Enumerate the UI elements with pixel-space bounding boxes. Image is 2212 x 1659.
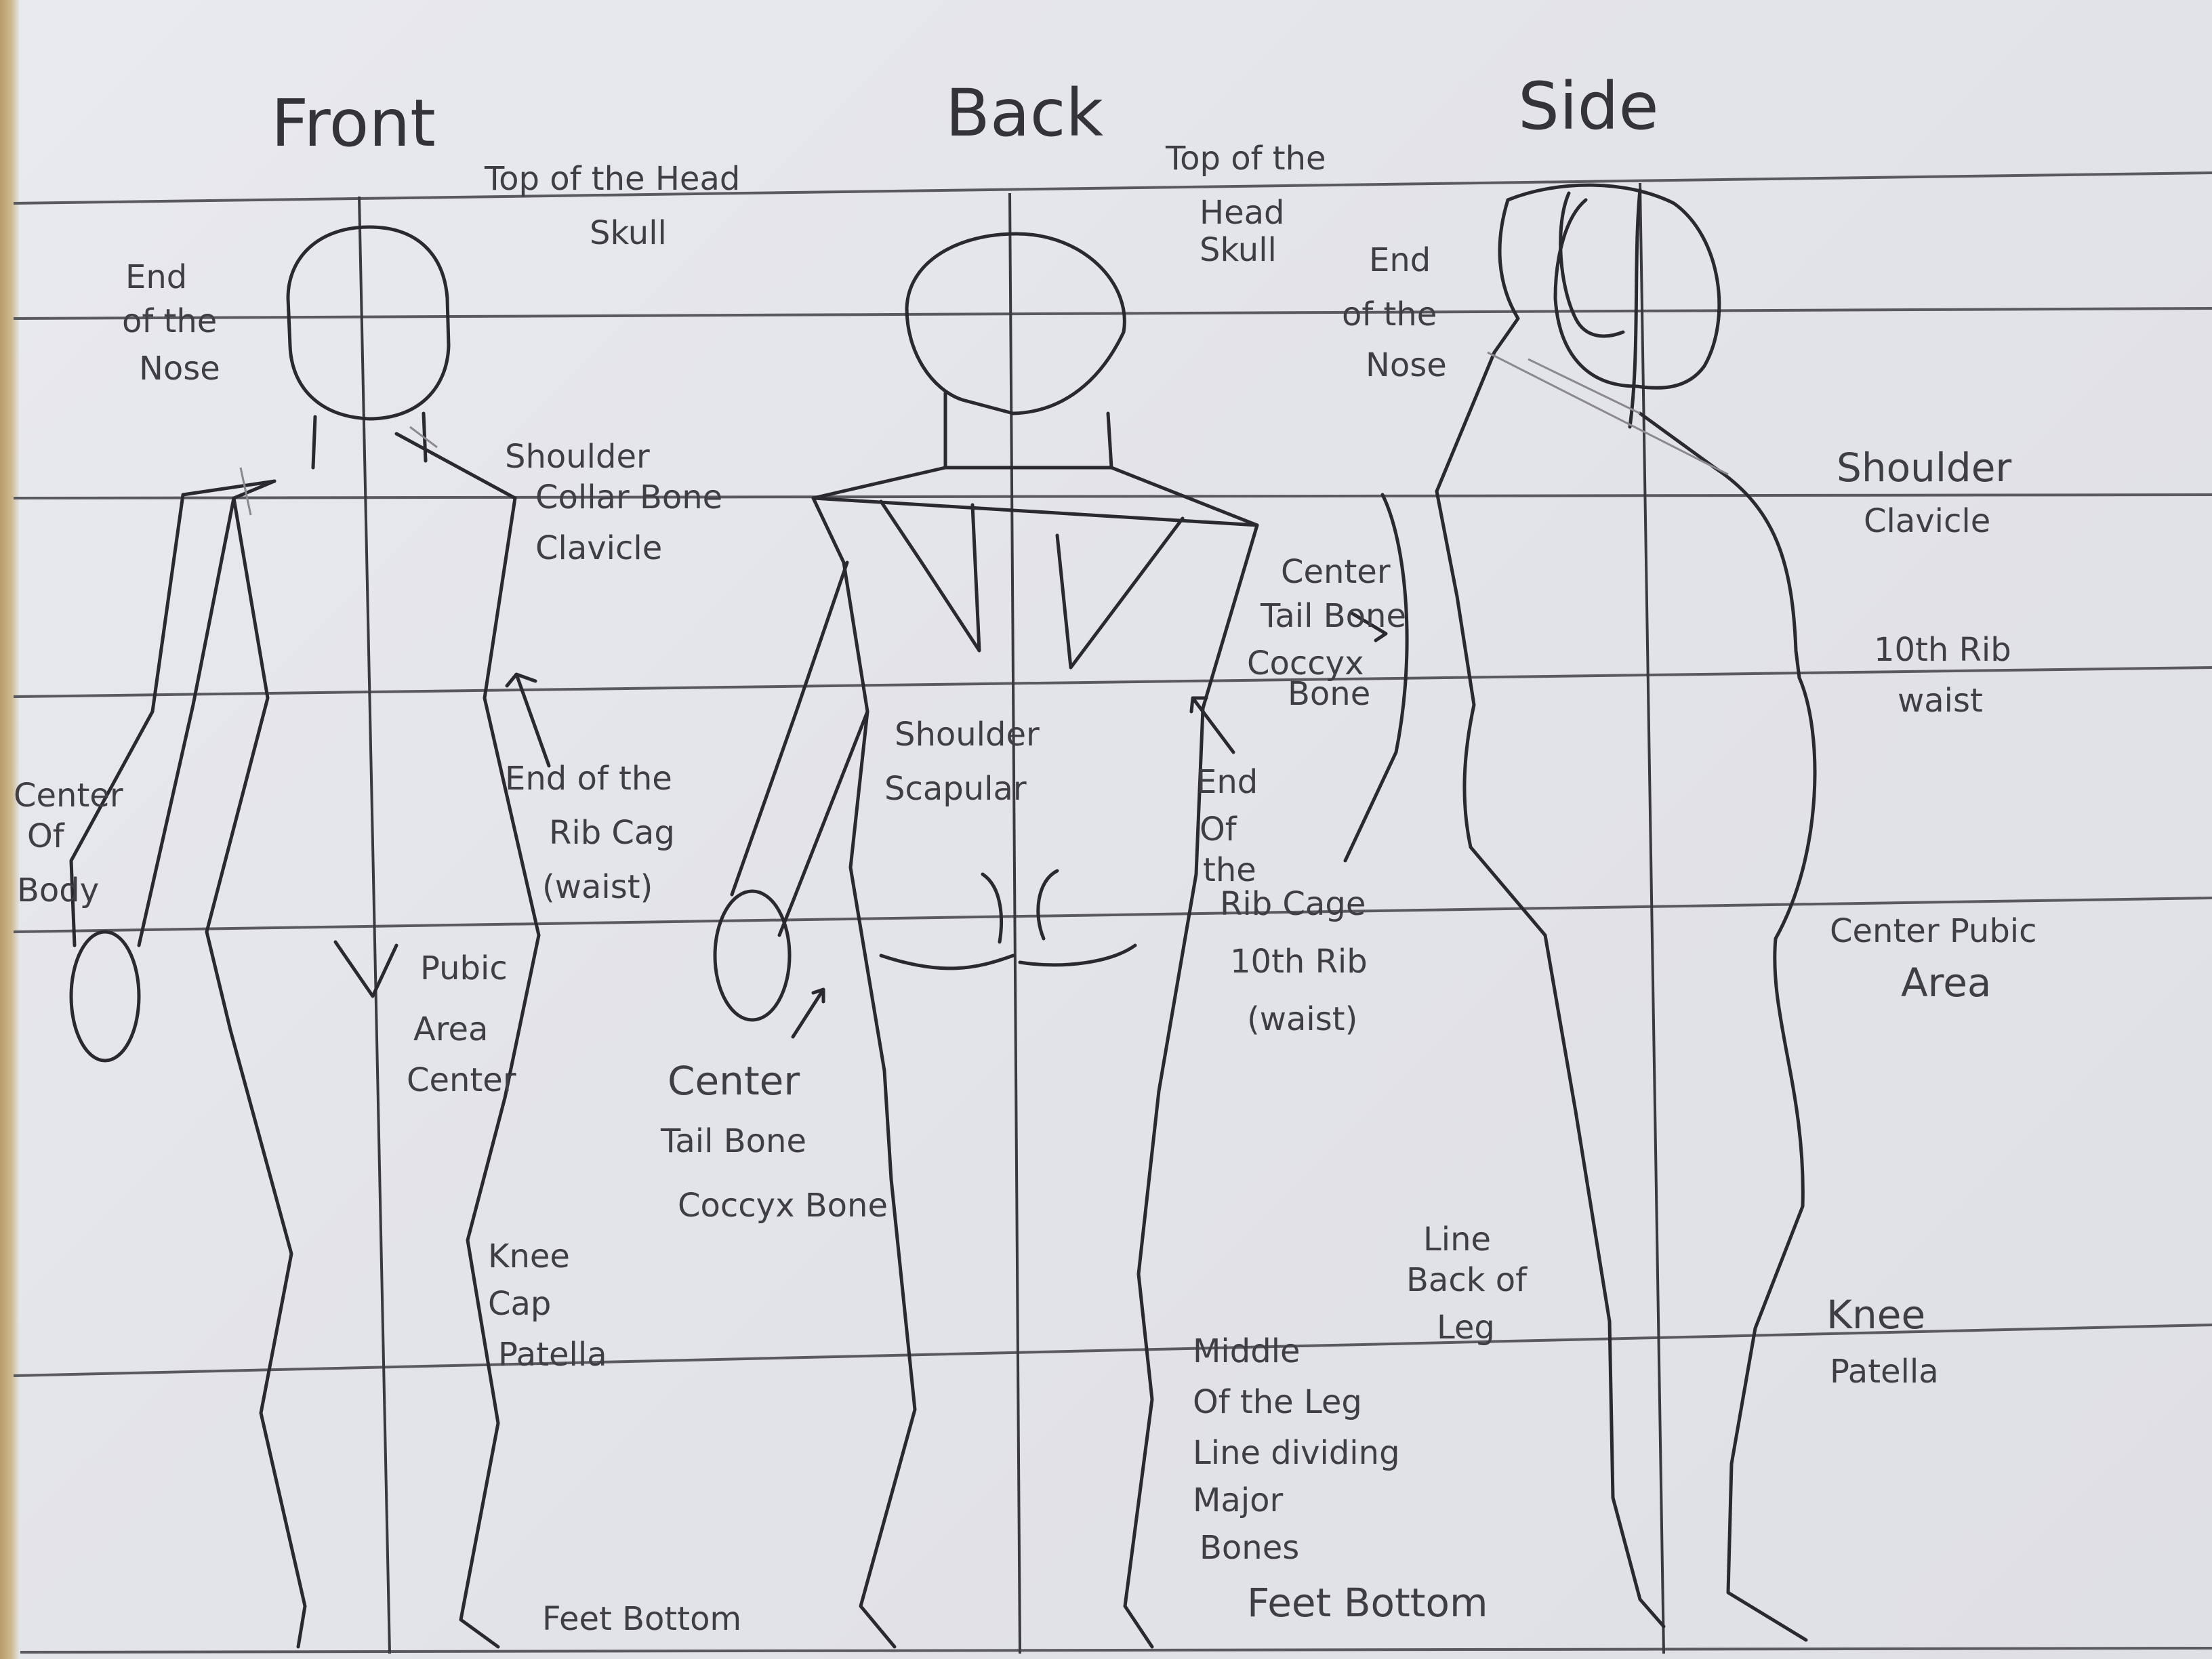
label-ribcage-back-2: Of <box>1200 811 1237 848</box>
label-top-head-back-2: Head <box>1200 194 1285 232</box>
label-shoulder-side-1: Shoulder <box>1837 445 2011 491</box>
arrow-back-coccyx <box>793 989 823 1037</box>
label-middle-leg-4: Major <box>1193 1481 1284 1519</box>
label-shoulder-side-2: Clavicle <box>1864 502 1990 540</box>
side-figure <box>1345 185 1815 1640</box>
label-pubic-side-2: Area <box>1901 960 1991 1006</box>
label-shoulder-front-3: Clavicle <box>535 529 662 567</box>
arrow-front-ribcage <box>507 674 549 766</box>
label-center-body-1: Center <box>14 777 123 815</box>
label-knee-front-3: Patella <box>498 1336 607 1374</box>
label-nose-side-2: of the <box>1342 295 1437 333</box>
label-center-body-2: Of <box>27 817 65 855</box>
label-middle-leg-3: Line dividing <box>1193 1434 1400 1472</box>
back-torso-right <box>1125 525 1257 1647</box>
label-top-head-back-1: Top of the <box>1165 140 1326 178</box>
label-line-back-3: Leg <box>1437 1309 1495 1347</box>
back-left-hand <box>715 891 790 1020</box>
label-nose-front-1: End <box>125 258 187 296</box>
label-middle-leg-1: Middle <box>1193 1332 1300 1370</box>
side-face <box>1494 200 1518 352</box>
label-coccyx-front-1: Center <box>668 1058 800 1104</box>
back-neck <box>945 393 1111 468</box>
label-ribcage-back-5: 10th Rib <box>1230 943 1368 981</box>
label-coccyx-front-2: Tail Bone <box>660 1122 806 1160</box>
center-lines <box>359 183 1664 1654</box>
label-feet-front: Feet Bottom <box>542 1600 741 1638</box>
arrow-back-ribcage <box>1191 698 1233 752</box>
label-center-body-3: Body <box>17 872 99 909</box>
label-rib-side-1: 10th Rib <box>1874 631 2011 669</box>
side-back-body <box>1640 413 1815 1640</box>
back-head <box>907 234 1124 413</box>
label-shoulder-front-2: Collar Bone <box>535 478 722 516</box>
side-neck-guide <box>1488 352 1728 474</box>
guide-line-shoulder <box>14 495 2212 498</box>
guide-line-top-head <box>14 173 2212 203</box>
label-coccyx-front-3: Coccyx Bone <box>678 1187 888 1225</box>
label-pubic-front-3: Center <box>407 1061 516 1099</box>
label-center-tail-back-4: Bone <box>1288 675 1370 713</box>
label-line-back-1: Line <box>1423 1221 1491 1258</box>
side-head <box>1508 185 1719 388</box>
label-ribcage-back-3: the <box>1203 851 1256 889</box>
label-scapula-2: Scapular <box>884 770 1027 808</box>
label-center-tail-back-2: Tail Bone <box>1260 597 1406 635</box>
guide-line-nose <box>14 308 2212 319</box>
back-figure <box>715 234 1257 1647</box>
label-center-tail-back-1: Center <box>1281 553 1391 591</box>
title-front: Front <box>271 85 436 161</box>
front-left-hand <box>71 932 139 1061</box>
side-head-inner <box>1561 190 1640 427</box>
label-rib-side-2: waist <box>1898 682 1983 720</box>
front-shoulder-line <box>183 434 515 498</box>
label-top-head-back-3: Skull <box>1200 231 1277 269</box>
guide-line-feet <box>20 1648 2212 1652</box>
guide-line-waist <box>14 668 2212 697</box>
label-knee-side-1: Knee <box>1826 1292 1925 1338</box>
label-pubic-side-1: Center Pubic <box>1830 912 2037 950</box>
label-feet-back: Feet Bottom <box>1247 1580 1488 1626</box>
label-knee-front-1: Knee <box>488 1237 570 1275</box>
label-top-head-front-1: Top of the Head <box>484 160 740 198</box>
label-nose-front-3: Nose <box>139 350 220 388</box>
title-back: Back <box>945 75 1103 151</box>
label-nose-side-1: End <box>1369 241 1431 279</box>
front-head <box>288 227 449 419</box>
title-side: Side <box>1518 68 1659 144</box>
label-pubic-front-1: Pubic <box>420 949 508 987</box>
label-middle-leg-5: Bones <box>1200 1529 1299 1567</box>
label-knee-front-2: Cap <box>488 1285 551 1323</box>
label-scapula-1: Shoulder <box>895 716 1040 754</box>
back-left-arm <box>732 562 867 935</box>
front-figure <box>71 227 539 1647</box>
label-ribcage-front-2: Rib Cag <box>549 814 675 852</box>
front-torso-left <box>207 481 305 1647</box>
label-ribcage-front-3: (waist) <box>542 868 653 906</box>
label-ribcage-back-4: Rib Cage <box>1220 885 1366 923</box>
label-knee-side-2: Patella <box>1830 1353 1939 1391</box>
back-buttocks <box>881 871 1135 968</box>
front-pubic-v <box>335 942 396 996</box>
label-nose-front-2: of the <box>122 302 217 340</box>
back-scapula-v <box>881 501 1183 668</box>
back-torso-left <box>813 498 915 1647</box>
label-ribcage-front-1: End of the <box>505 760 672 798</box>
label-ribcage-back-6: (waist) <box>1247 1000 1357 1038</box>
label-middle-leg-2: Of the Leg <box>1193 1383 1362 1421</box>
label-ribcage-back-1: End <box>1196 763 1258 801</box>
label-shoulder-front-1: Shoulder <box>505 438 650 476</box>
label-top-head-front-2: Skull <box>590 214 667 252</box>
label-nose-side-3: Nose <box>1366 346 1447 384</box>
label-pubic-front-2: Area <box>413 1010 488 1048</box>
label-line-back-2: Back of <box>1406 1261 1528 1299</box>
side-front-body <box>1437 352 1664 1626</box>
side-center-line <box>1640 183 1664 1654</box>
